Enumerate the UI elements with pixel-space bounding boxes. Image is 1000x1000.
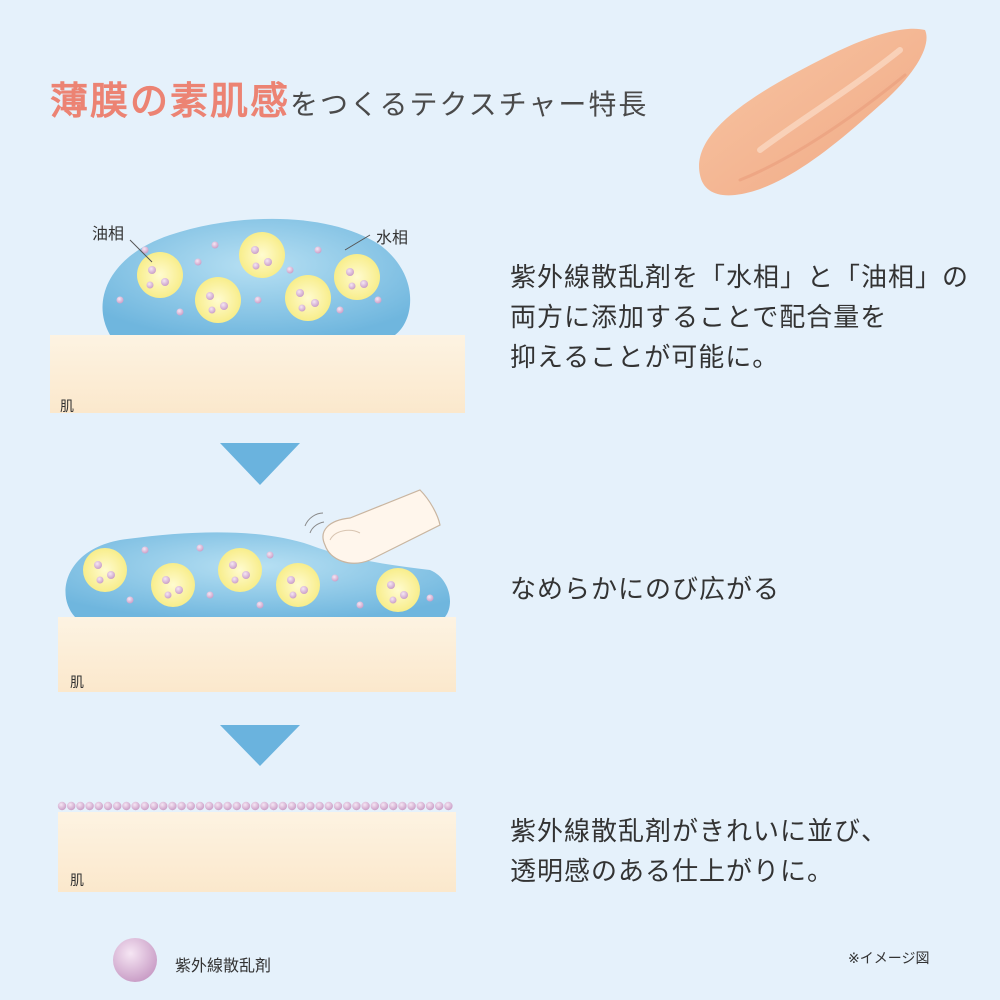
particle	[251, 801, 260, 811]
skin-layer-3	[58, 812, 456, 892]
particle	[67, 801, 76, 811]
finger-icon	[304, 489, 441, 564]
particle	[407, 801, 416, 811]
particle	[223, 801, 232, 811]
particle	[297, 801, 306, 811]
particle	[398, 801, 407, 811]
emulsion-droplet-1	[102, 218, 411, 335]
step1-description: 紫外線散乱剤を「水相」と「油相」の 両方に添加することで配合量を 抑えることが可…	[510, 258, 969, 378]
skin-layer-1	[50, 335, 465, 413]
particle	[260, 801, 269, 811]
particle	[186, 801, 195, 811]
step3-line: 紫外線散乱剤がきれいに並び、	[510, 817, 889, 847]
emulsion-droplet-2	[65, 532, 451, 617]
particle	[379, 801, 389, 811]
particle	[241, 801, 251, 811]
particle	[389, 801, 398, 811]
cream-smear-icon	[699, 28, 927, 196]
legend-label: 紫外線散乱剤	[175, 956, 272, 975]
particle	[333, 801, 343, 811]
step3-line: 透明感のある仕上がりに。	[510, 857, 835, 887]
page-title: 薄膜の素肌感をつくるテクスチャー特長	[50, 70, 648, 125]
oil-phase-label: 油相	[92, 224, 125, 243]
particle	[306, 801, 315, 811]
title-rest: をつくるテクスチャー特長	[290, 88, 649, 121]
step1-line: 紫外線散乱剤を「水相」と「油相」の	[510, 263, 970, 293]
skin-layer-2	[58, 617, 456, 692]
step1-line: 両方に添加することで配合量を	[510, 303, 888, 333]
particle	[361, 801, 370, 811]
particle	[57, 801, 67, 811]
particle	[168, 801, 177, 811]
particle	[287, 801, 297, 811]
footnote: ※イメージ図	[848, 951, 930, 967]
skin-label-1: 肌	[60, 399, 74, 415]
particle	[269, 801, 278, 811]
particle	[214, 801, 223, 811]
particle	[278, 801, 287, 811]
step2-line: なめらかにのび広がる	[510, 575, 781, 605]
step2-description: なめらかにのび広がる	[510, 570, 780, 610]
particle	[425, 801, 435, 811]
particle-row	[57, 801, 453, 811]
down-triangle-icon	[220, 725, 300, 766]
particle	[324, 801, 333, 811]
particle	[352, 801, 361, 811]
particle	[343, 801, 352, 811]
particle	[140, 801, 149, 811]
skin-label-3: 肌	[70, 873, 84, 889]
water-phase-label: 水相	[376, 228, 409, 247]
particle	[85, 801, 94, 811]
particle-icon	[113, 938, 157, 982]
particle	[416, 801, 425, 811]
particle	[131, 801, 140, 811]
step3-description: 紫外線散乱剤がきれいに並び、 透明感のある仕上がりに。	[510, 812, 888, 892]
particle	[444, 801, 453, 811]
particle	[113, 801, 122, 811]
particle	[159, 801, 168, 811]
particle	[149, 801, 159, 811]
particle	[122, 801, 131, 811]
step1-line: 抑えることが可能に。	[510, 343, 780, 373]
particle	[195, 801, 205, 811]
particle	[435, 801, 444, 811]
particle	[232, 801, 241, 811]
particle	[94, 801, 104, 811]
particle	[177, 801, 186, 811]
down-triangle-icon	[220, 443, 300, 485]
particle	[370, 801, 379, 811]
title-accent: 薄膜の素肌感	[50, 79, 291, 123]
skin-label-2: 肌	[70, 675, 84, 691]
particle	[205, 801, 214, 811]
particle	[76, 801, 85, 811]
particle	[103, 801, 113, 811]
particle	[315, 801, 324, 811]
